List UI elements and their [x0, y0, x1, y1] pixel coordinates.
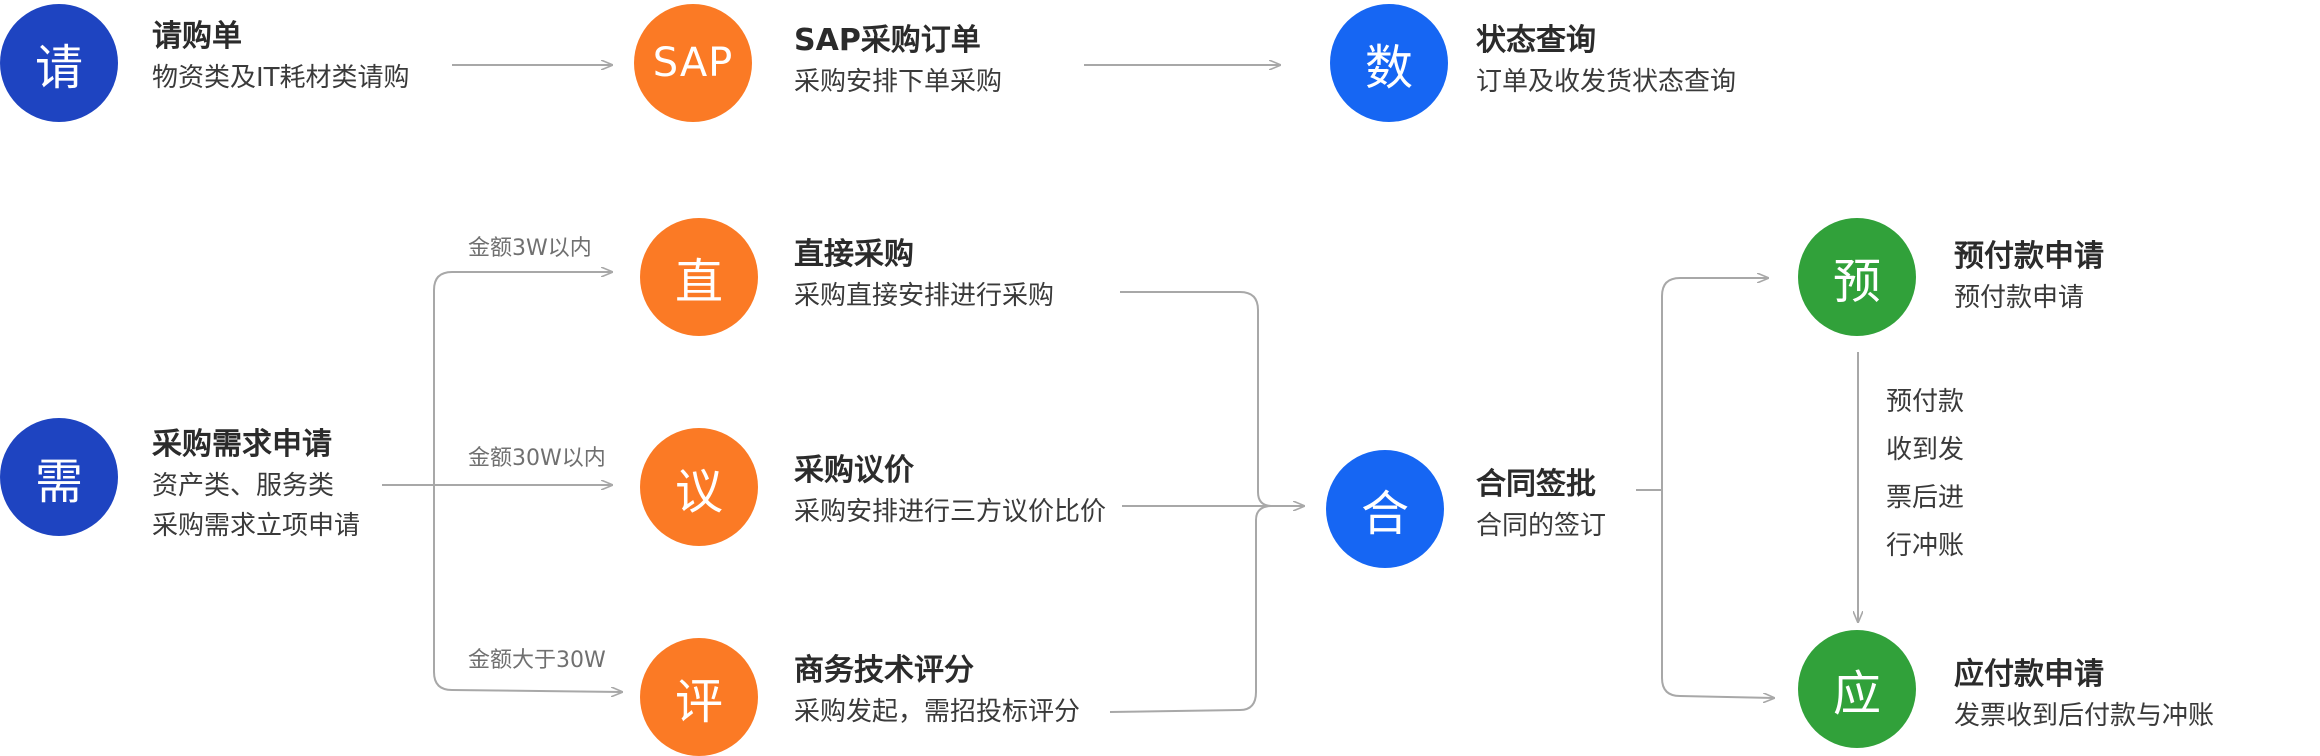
condition-label-direct: 金额3W以内	[468, 236, 592, 261]
contract-node-text: 合同签批 合同的签订	[1476, 464, 1606, 546]
arrow-to-payable	[1661, 490, 1774, 698]
sap-node-icon: SAP	[634, 4, 752, 122]
direct-node-title: 直接采购	[794, 237, 914, 272]
prepay-note-line: 预付款	[1886, 387, 1965, 417]
prepay-node-icon: 预	[1798, 218, 1916, 336]
contract-node-icon: 合	[1326, 450, 1444, 568]
line-evaluate-to-merge	[1109, 505, 1273, 713]
sap-node-desc: 采购安排下单采购	[794, 67, 1003, 97]
prepay-note-line: 行冲账	[1886, 531, 1965, 561]
evaluate-node-icon: 评	[640, 638, 758, 756]
prepay-node-text: 预付款申请 预付款申请	[1954, 236, 2104, 318]
sap-node-text: SAP采购订单 采购安排下单采购	[794, 20, 1002, 102]
payable-node-title: 应付款申请	[1954, 657, 2104, 692]
arrow-to-prepay	[1661, 278, 1768, 490]
prepay-node-title: 预付款申请	[1954, 239, 2104, 274]
negotiate-node-text: 采购议价 采购安排进行三方议价比价	[794, 450, 1106, 532]
arrow-to-evaluate	[433, 485, 622, 692]
negotiate-node-desc: 采购安排进行三方议价比价	[794, 497, 1107, 527]
prepay-note-line: 票后进	[1886, 483, 1965, 513]
contract-node-title: 合同签批	[1476, 467, 1596, 502]
direct-node-desc: 采购直接安排进行采购	[794, 281, 1055, 311]
contract-node-desc: 合同的签订	[1476, 511, 1607, 541]
negotiate-node-title: 采购议价	[794, 453, 914, 488]
request-node-desc: 物资类及IT耗材类请购	[152, 63, 410, 93]
request-node-text: 请购单 物资类及IT耗材类请购	[152, 16, 410, 98]
condition-label-negotiate: 金额30W以内	[468, 446, 606, 471]
demand-node-text: 采购需求申请 资产类、服务类 采购需求立项申请	[152, 424, 360, 546]
prepay-note: 预付款 收到发 票后进 行冲账	[1886, 378, 1964, 570]
direct-node-icon: 直	[640, 218, 758, 336]
status-node-icon: 数	[1330, 4, 1448, 122]
line-direct-to-merge	[1120, 291, 1273, 507]
payable-node-icon: 应	[1798, 630, 1916, 748]
status-node-text: 状态查询 订单及收发货状态查询	[1476, 20, 1736, 102]
evaluate-node-text: 商务技术评分 采购发起，需招投标评分	[794, 650, 1080, 732]
condition-label-evaluate: 金额大于30W	[468, 648, 606, 673]
evaluate-node-desc: 采购发起，需招投标评分	[794, 697, 1081, 727]
direct-node-text: 直接采购 采购直接安排进行采购	[794, 234, 1054, 316]
sap-node-title: SAP采购订单	[794, 23, 981, 58]
prepay-note-line: 收到发	[1886, 435, 1965, 465]
demand-node-desc-line1: 资产类、服务类	[152, 471, 335, 501]
request-node-icon: 请	[0, 4, 118, 122]
status-node-title: 状态查询	[1476, 23, 1596, 58]
negotiate-node-icon: 议	[640, 428, 758, 546]
payable-node-text: 应付款申请 发票收到后付款与冲账	[1954, 654, 2214, 736]
payable-node-desc: 发票收到后付款与冲账	[1954, 701, 2215, 731]
demand-node-title: 采购需求申请	[152, 427, 332, 462]
arrow-to-direct	[433, 272, 612, 485]
demand-node-desc-line2: 采购需求立项申请	[152, 511, 361, 541]
status-node-desc: 订单及收发货状态查询	[1476, 67, 1737, 97]
prepay-node-desc: 预付款申请	[1954, 283, 2085, 313]
demand-node-icon: 需	[0, 418, 118, 536]
evaluate-node-title: 商务技术评分	[794, 653, 974, 688]
request-node-title: 请购单	[152, 19, 242, 54]
